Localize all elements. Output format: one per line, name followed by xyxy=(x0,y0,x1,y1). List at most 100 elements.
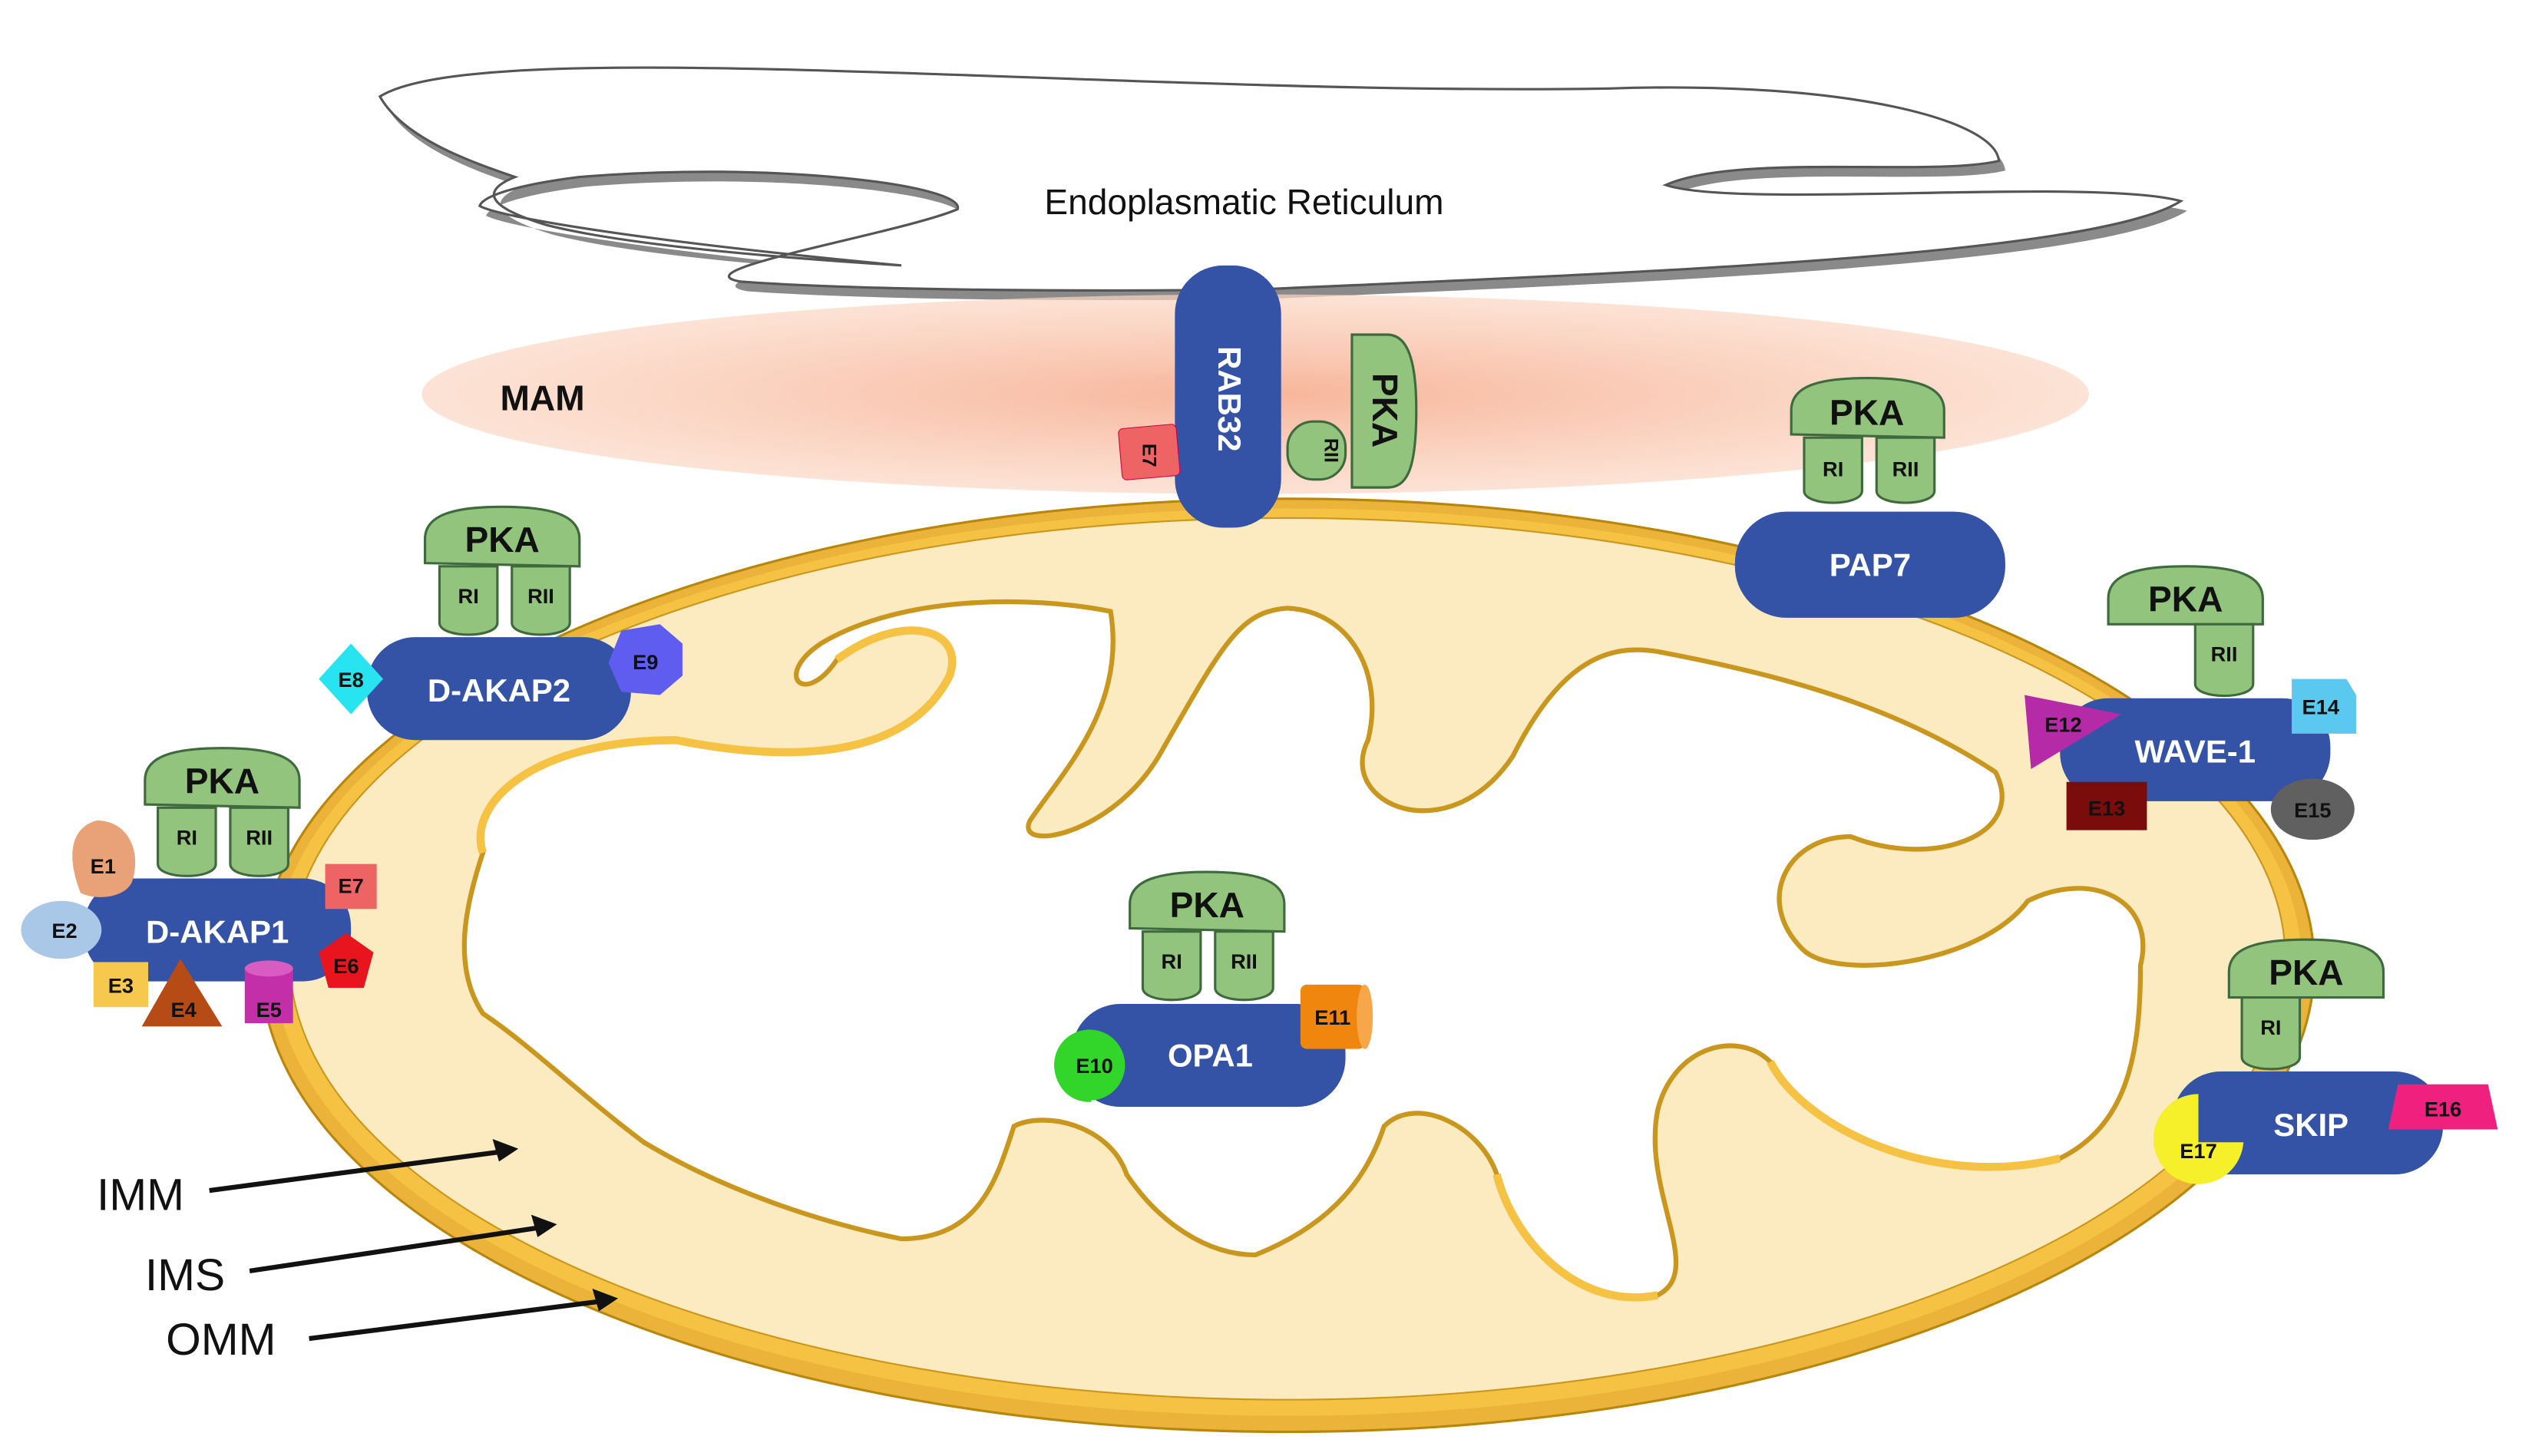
wave1-label: WAVE-1 xyxy=(2135,734,2256,770)
opa1-rii xyxy=(1214,930,1274,1002)
e17-label: E17 xyxy=(2180,1139,2216,1163)
d-akap1-label: D-AKAP1 xyxy=(146,913,289,949)
e1-label: E1 xyxy=(91,854,116,878)
ims-arrow xyxy=(249,1223,551,1274)
d-akap2-pka-label: PKA xyxy=(464,520,539,560)
rab32-complex: RAB32 RII PKA E7 xyxy=(1118,265,1418,528)
rab32 xyxy=(1175,265,1281,528)
e11-label: E11 xyxy=(1314,1005,1350,1029)
opa1-ri-label: RI xyxy=(1162,949,1182,973)
e5 xyxy=(244,968,293,1024)
d-akap2-rii-label: RII xyxy=(527,584,554,608)
endoplasmic-reticulum: Endoplasmatic Reticulum xyxy=(378,66,2187,301)
e1 xyxy=(72,820,136,897)
pap7-ri-label: RI xyxy=(1823,457,1843,480)
skip-pka xyxy=(2227,938,2385,999)
omm-arrow xyxy=(309,1297,613,1342)
imm-arrow xyxy=(209,1147,513,1194)
opa1-pka-label: PKA xyxy=(1170,885,1244,925)
e13 xyxy=(2066,781,2147,830)
pap7 xyxy=(1734,511,2005,618)
e4 xyxy=(141,959,223,1027)
e17 xyxy=(2153,1094,2244,1184)
d-akap1-ri-label: RI xyxy=(177,825,197,849)
skip-ri xyxy=(2240,996,2302,1071)
rab32-pka xyxy=(1350,333,1418,489)
d-akap2 xyxy=(367,637,631,741)
e3-label: E3 xyxy=(108,973,134,997)
opa1-label: OPA1 xyxy=(1168,1038,1253,1074)
e15-label: E15 xyxy=(2294,798,2331,822)
wave1-rii xyxy=(2193,622,2255,698)
e16-label: E16 xyxy=(2424,1098,2461,1121)
rab32-rii-label: RII xyxy=(1320,438,1341,463)
e7-label: E7 xyxy=(338,873,363,897)
opa1-rii-label: RII xyxy=(1231,949,1258,973)
d-akap1-complex: PKA RI RII D-AKAP1 E1 E2 E3 E4 E5 E6 E7 xyxy=(21,747,377,1027)
wave1-pka-label: PKA xyxy=(2148,579,2223,619)
skip-complex: PKA RI SKIP E17 E16 xyxy=(2153,938,2498,1184)
ims-label: IMS xyxy=(145,1250,225,1300)
rab32-label: RAB32 xyxy=(1211,346,1248,451)
e2-label: E2 xyxy=(51,919,77,943)
e2 xyxy=(21,900,102,959)
e8-label: E8 xyxy=(338,668,363,692)
inner-membrane-cristae xyxy=(461,599,2146,1300)
e11 xyxy=(1300,984,1365,1049)
pap7-pka xyxy=(1790,377,1945,439)
e14 xyxy=(2292,678,2356,734)
d-akap1-ri xyxy=(157,806,217,877)
e12-label: E12 xyxy=(2044,713,2081,737)
rab32-e7 xyxy=(1118,424,1181,480)
wave1-pka xyxy=(2107,565,2264,626)
skip-label: SKIP xyxy=(2273,1107,2348,1143)
e12 xyxy=(2025,695,2121,769)
e6-label: E6 xyxy=(333,954,359,978)
e5-label: E5 xyxy=(256,998,282,1022)
wave1 xyxy=(2060,698,2331,801)
rab32-rii xyxy=(1286,420,1347,481)
opa1-complex: PKA RI RII OPA1 E10 E11 xyxy=(1054,870,1373,1108)
d-akap1-pka-label: PKA xyxy=(185,761,259,801)
d-akap2-pka xyxy=(423,505,581,568)
pap7-label: PAP7 xyxy=(1830,546,1911,583)
e16 xyxy=(2388,1084,2498,1130)
d-akap1-rii xyxy=(229,806,289,877)
e9-label: E9 xyxy=(633,650,658,674)
mam-label: MAM xyxy=(501,378,585,418)
d-akap2-ri xyxy=(438,565,499,636)
d-akap2-label: D-AKAP2 xyxy=(428,672,570,708)
e14-label: E14 xyxy=(2302,695,2339,719)
e9 xyxy=(608,624,683,695)
d-akap2-rii xyxy=(511,565,571,636)
e13-label: E13 xyxy=(2088,797,2125,820)
imm-label: IMM xyxy=(97,1170,184,1220)
omm-label: OMM xyxy=(166,1315,276,1365)
d-akap2-ri-label: RI xyxy=(458,584,479,608)
d-akap1 xyxy=(84,878,352,982)
e15 xyxy=(2270,778,2355,840)
membrane-labels: IMM IMS OMM xyxy=(97,1139,619,1365)
wave1-rii-label: RII xyxy=(2211,642,2238,666)
e10-label: E10 xyxy=(1076,1054,1112,1078)
e6 xyxy=(319,933,374,989)
e4-label: E4 xyxy=(170,998,196,1022)
d-akap2-complex: PKA RI RII D-AKAP2 E8 E9 xyxy=(319,505,683,741)
skip-ri-label: RI xyxy=(2260,1015,2281,1039)
opa1 xyxy=(1072,1003,1346,1108)
pap7-rii xyxy=(1875,436,1936,504)
rab32-e7-label: E7 xyxy=(1138,444,1159,467)
rab32-pka-label: PKA xyxy=(1365,373,1405,447)
skip-pka-label: PKA xyxy=(2269,953,2343,992)
pap7-rii-label: RII xyxy=(1892,457,1919,480)
wave1-complex: PKA RII WAVE-1 E12 E14 E13 E15 xyxy=(2025,565,2356,840)
e8 xyxy=(319,643,384,715)
e7 xyxy=(325,863,377,910)
d-akap1-rii-label: RII xyxy=(246,825,273,849)
pap7-pka-label: PKA xyxy=(1830,392,1904,432)
opa1-pka xyxy=(1129,870,1286,933)
e3 xyxy=(93,962,149,1008)
pap7-ri xyxy=(1803,436,1863,504)
opa1-ri xyxy=(1141,930,1202,1002)
